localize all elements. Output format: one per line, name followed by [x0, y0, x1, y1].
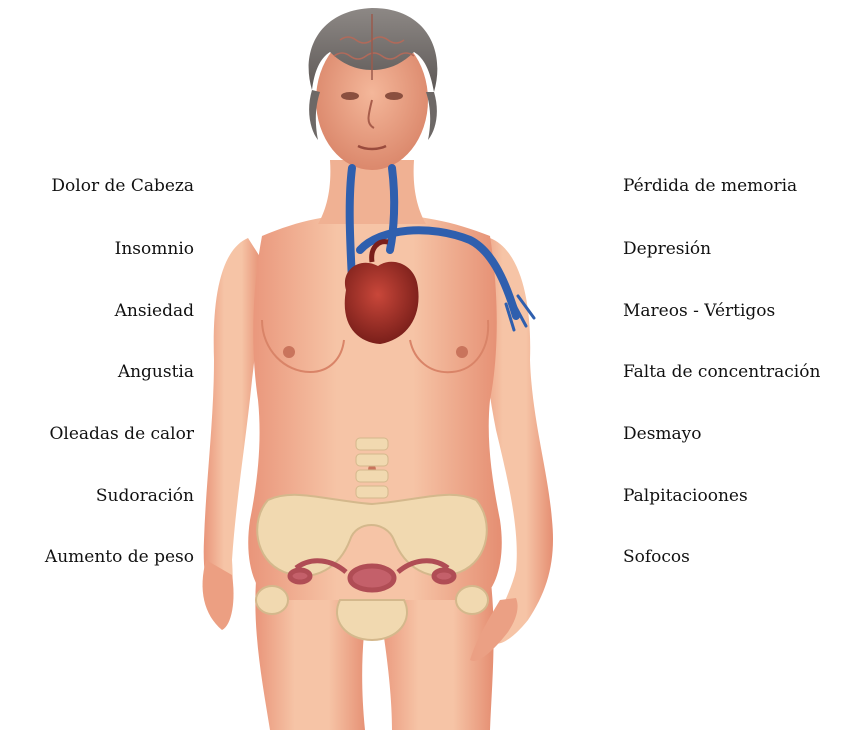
symptom-label-right: Pérdida de memoria	[623, 175, 797, 197]
symptom-label-left: Aumento de peso	[45, 546, 194, 568]
head	[309, 8, 438, 170]
symptom-label-right: Falta de concentración	[623, 361, 820, 383]
symptom-label-left: Sudoración	[96, 485, 194, 507]
symptom-label-left: Oleadas de calor	[49, 423, 194, 445]
symptom-label-right: Sofocos	[623, 546, 690, 568]
symptom-label-right: Desmayo	[623, 423, 702, 445]
symptom-label-left: Angustia	[118, 361, 194, 383]
symptom-label-left: Ansiedad	[115, 300, 194, 322]
symptom-label-right: Palpitacioones	[623, 485, 748, 507]
symptom-label-right: Mareos - Vértigos	[623, 300, 775, 322]
symptom-label-right: Depresión	[623, 238, 711, 260]
symptom-label-left: Dolor de Cabeza	[51, 175, 194, 197]
symptom-label-left: Insomnio	[115, 238, 194, 260]
